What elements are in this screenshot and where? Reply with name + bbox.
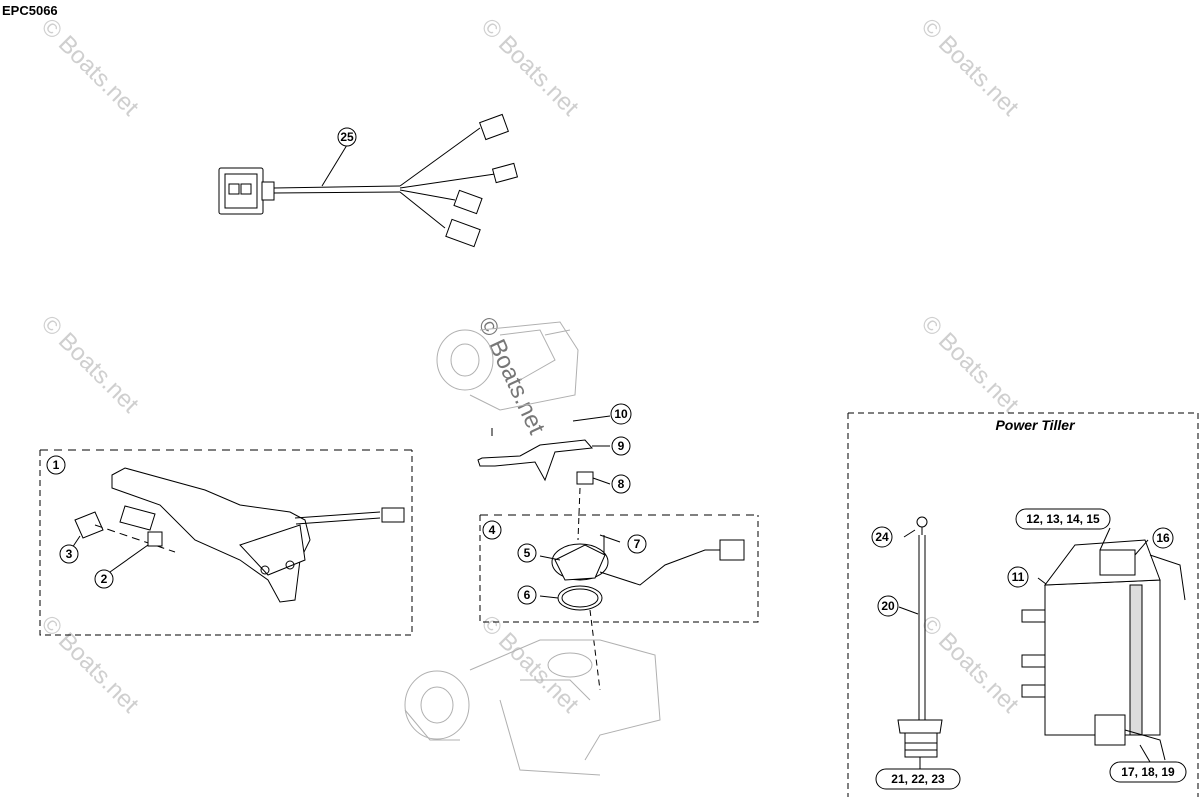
power-tiller-title: Power Tiller <box>995 417 1076 433</box>
watermark: © Boats.net <box>36 13 144 121</box>
watermark: © Boats.net <box>36 310 144 418</box>
steering-bracket-group <box>39 449 413 636</box>
callout-7: 7 <box>627 534 647 554</box>
watermark: © Boats.net <box>916 310 1024 418</box>
callout-25: 25 <box>337 127 357 147</box>
callout-1-label: 1 <box>53 458 60 472</box>
callout-17-19-label: 17, 18, 19 <box>1121 765 1175 779</box>
callout-17-19: 17, 18, 19 <box>1109 761 1187 783</box>
callout-8: 8 <box>611 474 631 494</box>
callout-9-label: 9 <box>618 439 625 453</box>
callout-25-label: 25 <box>340 130 354 144</box>
callout-7-label: 7 <box>634 537 641 551</box>
callout-6-label: 6 <box>524 588 531 602</box>
callout-4: 4 <box>482 520 502 540</box>
callout-6: 6 <box>517 585 537 605</box>
watermark: © Boats.net <box>476 610 584 718</box>
watermark: © Boats.net <box>916 13 1024 121</box>
callout-3-label: 3 <box>66 547 73 561</box>
callout-2-label: 2 <box>101 572 108 586</box>
power-tiller-group <box>847 412 1199 797</box>
callout-21-23: 21, 22, 23 <box>875 768 961 790</box>
watermark: © Boats.net <box>36 610 144 718</box>
trim-sensor-group <box>477 415 759 691</box>
callout-12-15: 12, 13, 14, 15 <box>1015 508 1111 530</box>
callout-11: 11 <box>1007 566 1029 588</box>
callout-4-label: 4 <box>489 523 496 537</box>
callout-8-label: 8 <box>618 477 625 491</box>
callout-16-label: 16 <box>1156 531 1170 545</box>
watermark: © Boats.net <box>476 13 584 121</box>
callout-1: 1 <box>46 455 66 475</box>
callout-24: 24 <box>871 526 893 548</box>
callout-2: 2 <box>94 569 114 589</box>
callout-10: 10 <box>610 403 632 425</box>
callout-20: 20 <box>877 595 899 617</box>
callouts: 25 1 3 2 10 9 8 4 7 5 6 12, 13, 14, 15 1… <box>46 127 1187 790</box>
callout-5-label: 5 <box>524 546 531 560</box>
wiring-harness <box>218 113 519 248</box>
watermark: © Boats.net <box>473 313 551 439</box>
diagram-code: EPC5066 <box>2 3 58 18</box>
callout-3: 3 <box>59 544 79 564</box>
upper-motor-housing <box>436 321 579 411</box>
watermarks: © Boats.net © Boats.net © Boats.net © Bo… <box>36 13 1024 718</box>
callout-12-15-label: 12, 13, 14, 15 <box>1026 512 1100 526</box>
lower-gear-housing <box>404 639 661 776</box>
watermark: © Boats.net <box>916 610 1024 718</box>
callout-20-label: 20 <box>881 599 895 613</box>
callout-5: 5 <box>517 543 537 563</box>
callout-24-label: 24 <box>875 530 889 544</box>
callout-16: 16 <box>1152 527 1174 549</box>
callout-11-label: 11 <box>1012 570 1025 584</box>
callout-21-23-label: 21, 22, 23 <box>891 772 945 786</box>
callout-10-label: 10 <box>614 407 628 421</box>
callout-9: 9 <box>611 436 631 456</box>
